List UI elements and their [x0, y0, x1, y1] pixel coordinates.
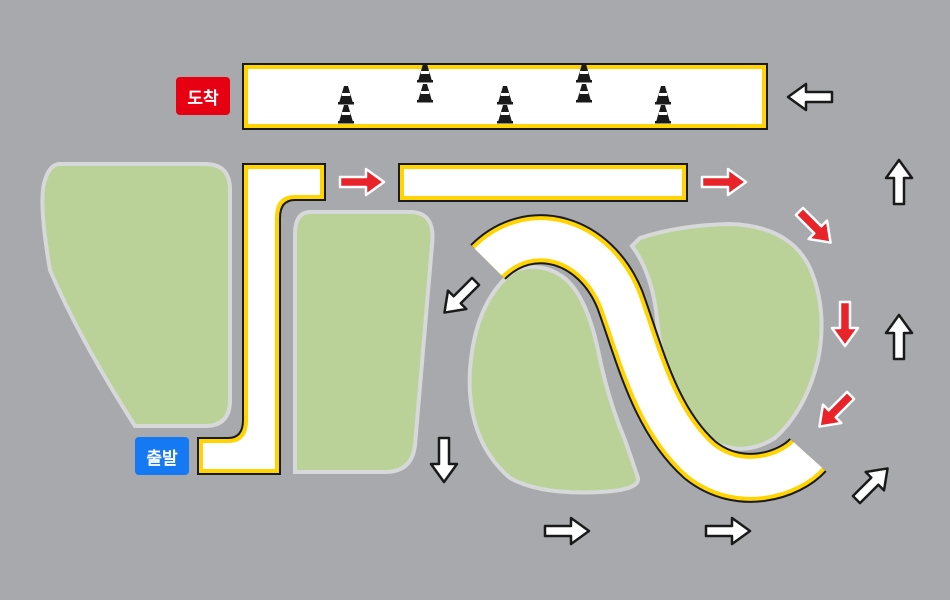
arrow-white-up-icon	[884, 313, 914, 361]
arrow-white-right-icon	[704, 516, 752, 546]
arrow-white-up-right-icon	[846, 458, 898, 510]
grass-area-center	[467, 264, 641, 495]
grass-area-left	[40, 162, 232, 428]
arrow-red-down-right-icon	[789, 201, 841, 253]
s-curve-lane	[474, 220, 823, 497]
grass-area-center-left	[293, 210, 435, 474]
arrow-white-down-icon	[429, 436, 459, 484]
arrow-red-down-left-icon	[809, 385, 861, 437]
arrival-label: 도착	[176, 77, 230, 115]
arrow-red-down-icon	[830, 300, 860, 348]
arrow-white-up-icon	[884, 158, 914, 206]
arrow-red-right-icon	[338, 167, 386, 197]
arrow-white-down-left-icon	[434, 271, 486, 323]
arrow-white-left-icon	[786, 82, 834, 112]
start-label: 출발	[135, 437, 189, 475]
arrow-red-right-icon	[700, 167, 748, 197]
arrow-white-right-icon	[543, 516, 591, 546]
